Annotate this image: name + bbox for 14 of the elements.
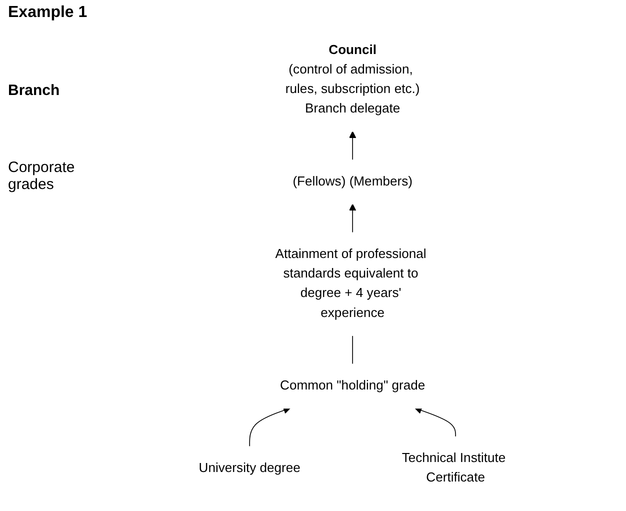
node-text: University degree [198, 461, 300, 476]
node-text: Common "holding" grade [280, 378, 426, 393]
arrow [349, 204, 356, 234]
arrow [349, 131, 356, 160]
side-label: Corporate grades [8, 159, 76, 193]
arrow [414, 406, 456, 438]
node-text: (Fellows) (Members) [292, 174, 412, 189]
node-text: Technical Institute Certificate [402, 451, 506, 485]
node-text: Attainment of professional standards equivalent to degree + 4 years' experience [275, 247, 426, 320]
arrow [249, 406, 290, 447]
side-label: Branch [8, 82, 61, 99]
node-text: Council (control of admission, rules, subscription etc.) Branch delegate [285, 43, 420, 116]
diagram-title: Example 1 [8, 4, 88, 22]
connector [352, 335, 353, 365]
